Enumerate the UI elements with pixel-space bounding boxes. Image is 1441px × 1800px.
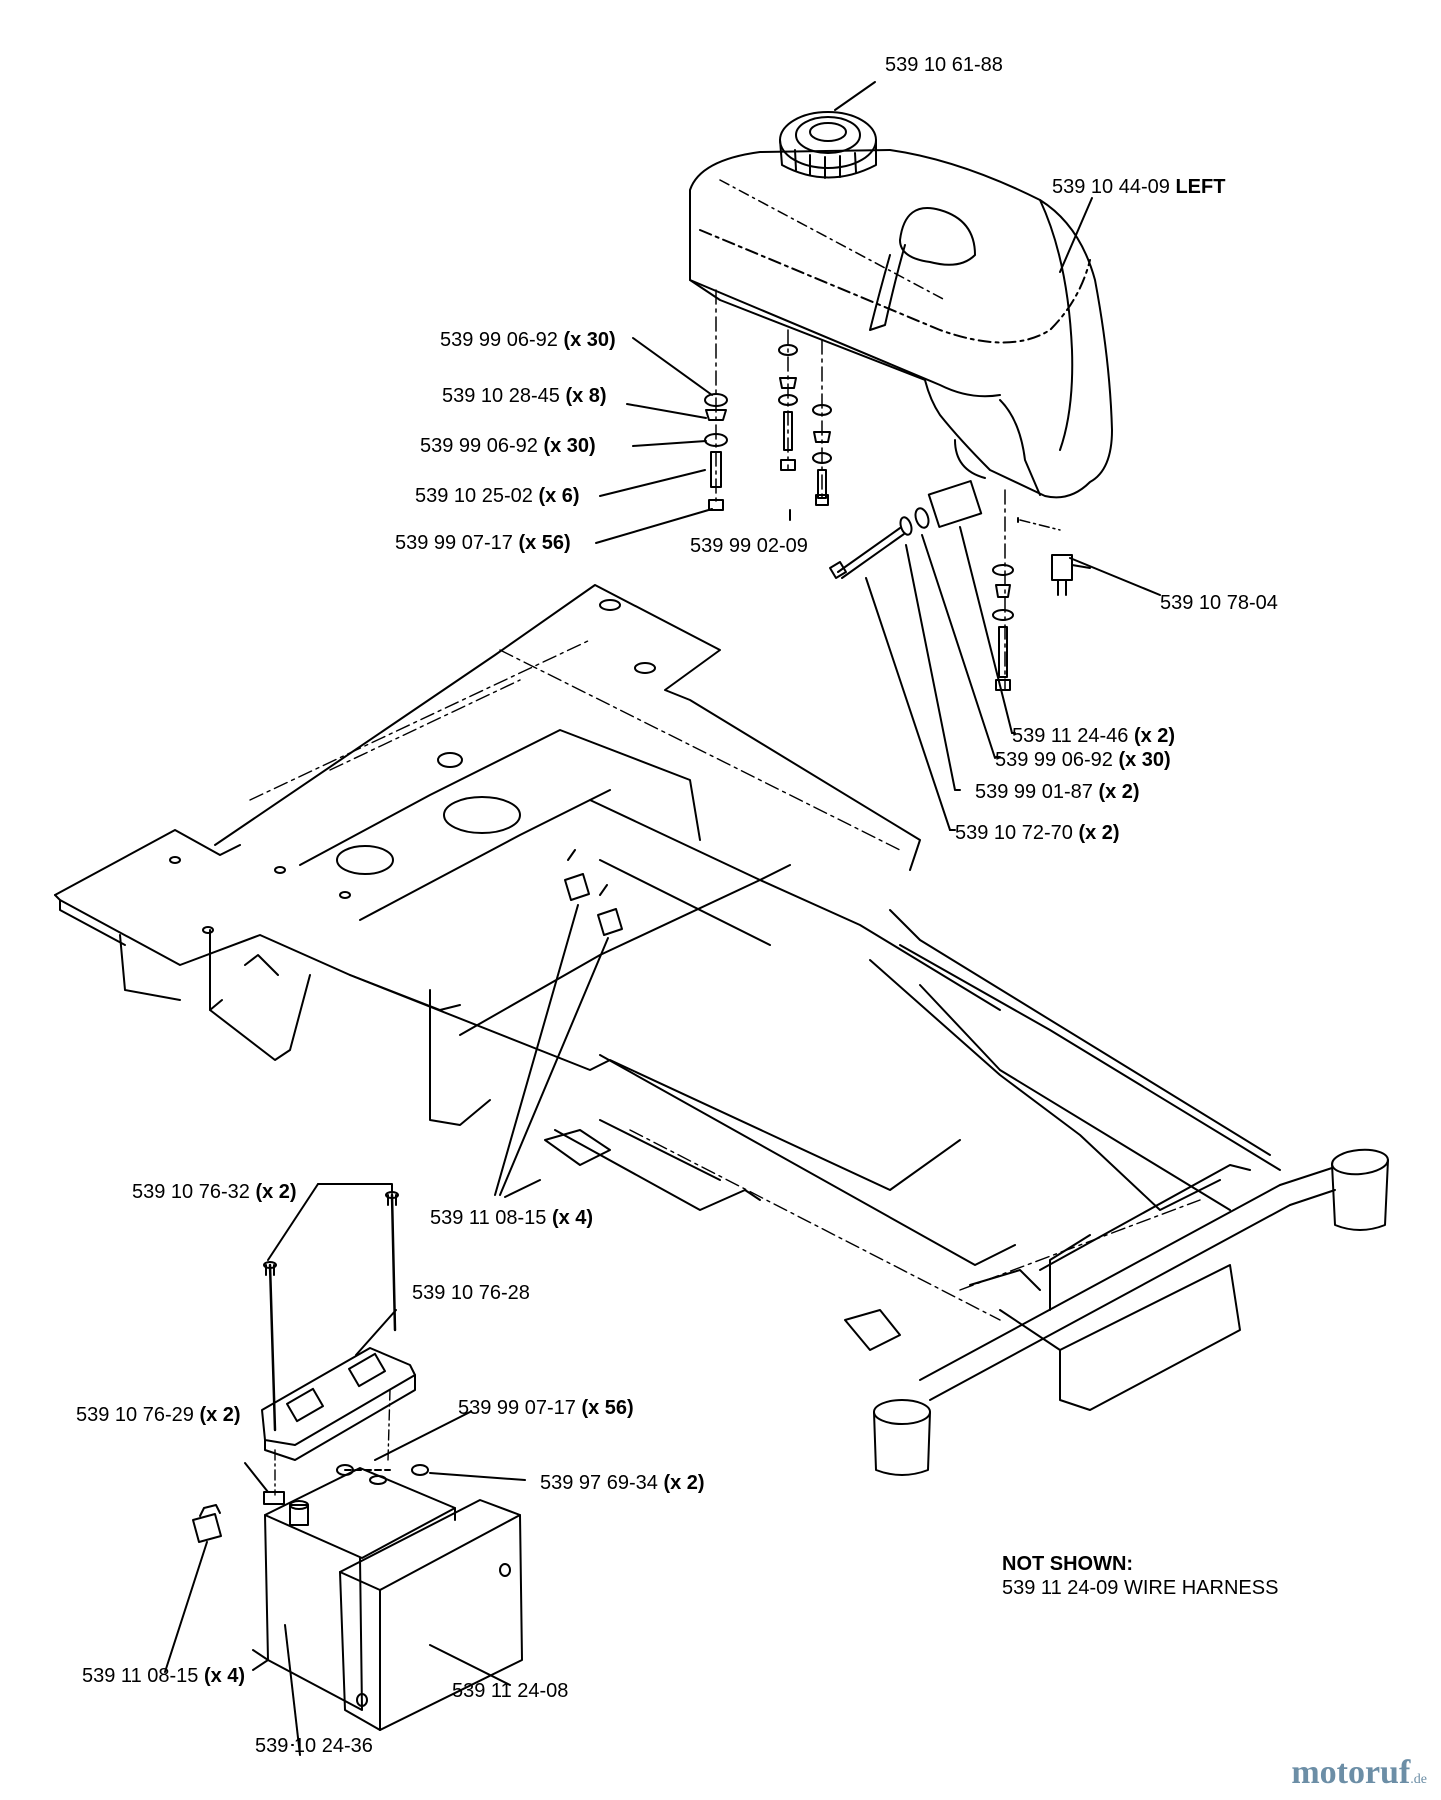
label-grommet: 539 10 28-45 (x 8) <box>442 385 607 407</box>
watermark-brand: motoruf <box>1291 1754 1411 1791</box>
hardware-right <box>829 480 1161 691</box>
hardware-stack-middle <box>778 329 832 506</box>
watermark-logo: motoruf.de <box>1291 1754 1427 1792</box>
chassis-frame-drawing <box>54 584 1389 1476</box>
label-bushing: 539 11 24-46 (x 2) <box>1012 725 1176 747</box>
hardware-stack-left <box>704 289 728 511</box>
label-valve: 539 10 78-04 <box>1160 592 1278 614</box>
not-shown-note: NOT SHOWN: 539 11 24-09 WIRE HARNESS <box>1002 1552 1278 1600</box>
label-bolt-long: 539 10 72-70 (x 2) <box>955 822 1120 844</box>
label-rod: 539 10 76-32 (x 2) <box>132 1181 297 1203</box>
fuel-cap-drawing <box>779 111 877 179</box>
label-nut-battery: 539 10 76-29 (x 2) <box>76 1404 241 1426</box>
not-shown-line: 539 11 24-09 WIRE HARNESS <box>1002 1577 1279 1599</box>
battery-group-drawing <box>164 1183 526 1756</box>
label-clip-frame: 539 11 08-15 (x 4) <box>430 1207 594 1229</box>
label-nut-right: 539 99 07-17 (x 56) <box>458 1397 634 1419</box>
label-bracket: 539 11 24-08 <box>452 1680 569 1702</box>
label-washer-top: 539 99 06-92 (x 30) <box>440 329 616 351</box>
watermark-tld: .de <box>1410 1772 1427 1787</box>
label-washer-right: 539 99 06-92 (x 30) <box>995 749 1171 771</box>
label-fuel-cap: 539 10 61-88 <box>885 54 1003 76</box>
label-nut-left: 539 99 07-17 (x 56) <box>395 532 571 554</box>
label-battery: 539 10 24-36 <box>255 1735 373 1757</box>
label-washer-mid: 539 99 06-92 (x 30) <box>420 435 596 457</box>
label-bolt-center: 539 99 02-09 <box>690 535 808 557</box>
label-fuel-tank: 539 10 44-09 LEFT <box>1052 176 1226 198</box>
label-hold-down: 539 10 76-28 <box>412 1282 530 1304</box>
label-lockwasher: 539 99 01-87 (x 2) <box>975 781 1140 803</box>
label-screw: 539 97 69-34 (x 2) <box>540 1472 705 1494</box>
fuel-tank-drawing <box>689 149 1113 499</box>
not-shown-heading: NOT SHOWN: <box>1002 1553 1134 1575</box>
label-spacer: 539 10 25-02 (x 6) <box>415 485 580 507</box>
label-clip-battery: 539 11 08-15 (x 4) <box>82 1665 246 1687</box>
